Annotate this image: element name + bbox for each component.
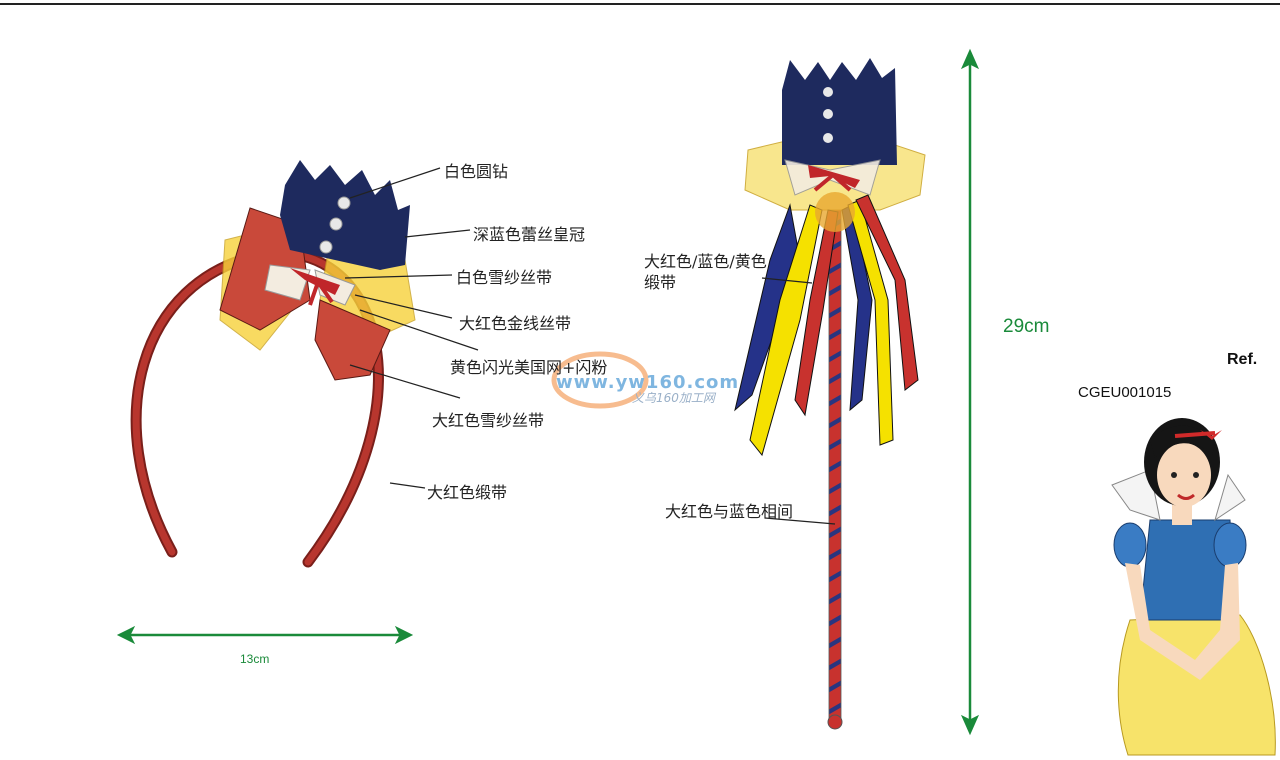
- label-white-rhinestone: 白色圆钻: [444, 162, 509, 181]
- reference-code: CGEU001015: [1078, 384, 1172, 401]
- label-red-organza-ribbon: 大红色雪纱丝带: [432, 411, 545, 430]
- watermark-url: www.yw160.com: [556, 372, 740, 393]
- watermark-subtitle: 义乌160加工网: [632, 391, 715, 405]
- width-dimension-arrow: [116, 625, 414, 645]
- height-dimension-arrow: [960, 48, 980, 736]
- label-white-organza-ribbon: 白色雪纱丝带: [456, 268, 553, 287]
- label-navy-lace-crown: 深蓝色蕾丝皇冠: [473, 225, 586, 244]
- label-red-gold-thread-ribbon: 大红色金线丝带: [459, 314, 572, 333]
- watermark-logo: [551, 351, 649, 409]
- label-yellow-glitter-mesh: 黄色闪光美国网+闪粉: [450, 358, 608, 377]
- label-wand-ribbons-line2: 缎带: [644, 273, 677, 292]
- height-dimension-label: 29cm: [1003, 316, 1050, 337]
- top-border: [0, 3, 1280, 5]
- reference-label: Ref.: [1227, 351, 1258, 368]
- width-dimension-label: 13cm: [240, 652, 270, 666]
- label-wand-ribbons-line1: 大红色/蓝色/黄色: [644, 252, 767, 271]
- headband-drawing: [130, 160, 479, 568]
- label-wand-stick: 大红色与蓝色相间: [665, 502, 794, 521]
- wand-drawing: [734, 58, 926, 730]
- reference-character-image: [1111, 418, 1276, 756]
- label-red-satin-ribbon: 大红色缎带: [427, 483, 508, 502]
